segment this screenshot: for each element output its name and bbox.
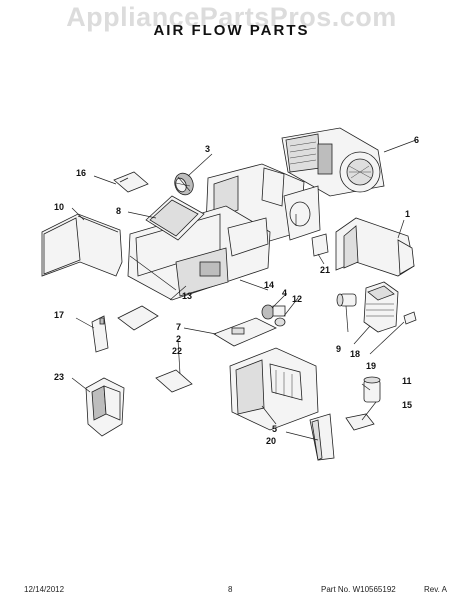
callout-7: 7 — [176, 322, 181, 332]
plate-part-13[interactable] — [117, 305, 159, 331]
callout-15: 15 — [402, 400, 412, 410]
footer-revision: Rev. A — [424, 585, 447, 594]
transformer-part[interactable] — [363, 281, 417, 333]
callout-1: 1 — [405, 209, 410, 219]
callout-23: 23 — [54, 372, 64, 382]
callout-19: 19 — [366, 361, 376, 371]
callout-21: 21 — [320, 265, 330, 275]
callout-3: 3 — [205, 144, 210, 154]
air-duct-frame[interactable] — [127, 163, 321, 301]
exhaust-duct-part[interactable] — [335, 217, 415, 277]
callout-14: 14 — [264, 280, 274, 290]
footer-part-number: Part No. W10565192 — [321, 585, 396, 594]
callout-17: 17 — [54, 310, 64, 320]
callout-11: 11 — [402, 376, 412, 386]
callout-16: 16 — [76, 168, 86, 178]
damper-motor-part[interactable] — [261, 304, 286, 327]
callout-9: 9 — [336, 344, 341, 354]
blower-assembly-part[interactable] — [281, 127, 385, 197]
rear-vent-panel-part[interactable] — [229, 347, 319, 431]
air-guide-part[interactable] — [309, 413, 335, 461]
footer-page-number: 8 — [228, 585, 233, 594]
callout-12: 12 — [292, 294, 302, 304]
fan-wheel-part[interactable] — [172, 171, 196, 198]
callout-22: 22 — [172, 346, 182, 356]
capacitor-part[interactable] — [363, 376, 381, 403]
control-plate-part[interactable] — [213, 317, 277, 347]
watermark: AppliancePartsPros.com — [66, 2, 397, 32]
callout-4: 4 — [282, 288, 287, 298]
footer-date: 12/14/2012 — [24, 585, 65, 594]
page-title: AIR FLOW PARTS — [153, 22, 310, 39]
callout-6: 6 — [414, 135, 419, 145]
duct-box-part[interactable] — [85, 377, 125, 437]
filter-panel-part[interactable] — [145, 195, 205, 241]
side-vent-panel-part[interactable] — [41, 213, 123, 277]
callout-10: 10 — [54, 202, 64, 212]
callout-5: 5 — [272, 424, 277, 434]
callout-20: 20 — [266, 436, 276, 446]
callout-18: 18 — [350, 349, 360, 359]
plate-part-21[interactable] — [311, 233, 329, 257]
thermistor-part[interactable] — [336, 293, 357, 307]
bracket-part-17[interactable] — [91, 315, 109, 353]
callout-2: 2 — [176, 334, 181, 344]
pad-part-22[interactable] — [155, 369, 193, 393]
callout-13: 13 — [182, 291, 192, 301]
callout-8: 8 — [116, 206, 121, 216]
capacitor-bracket-part[interactable] — [345, 413, 375, 431]
bracket-part-16[interactable] — [113, 171, 149, 193]
